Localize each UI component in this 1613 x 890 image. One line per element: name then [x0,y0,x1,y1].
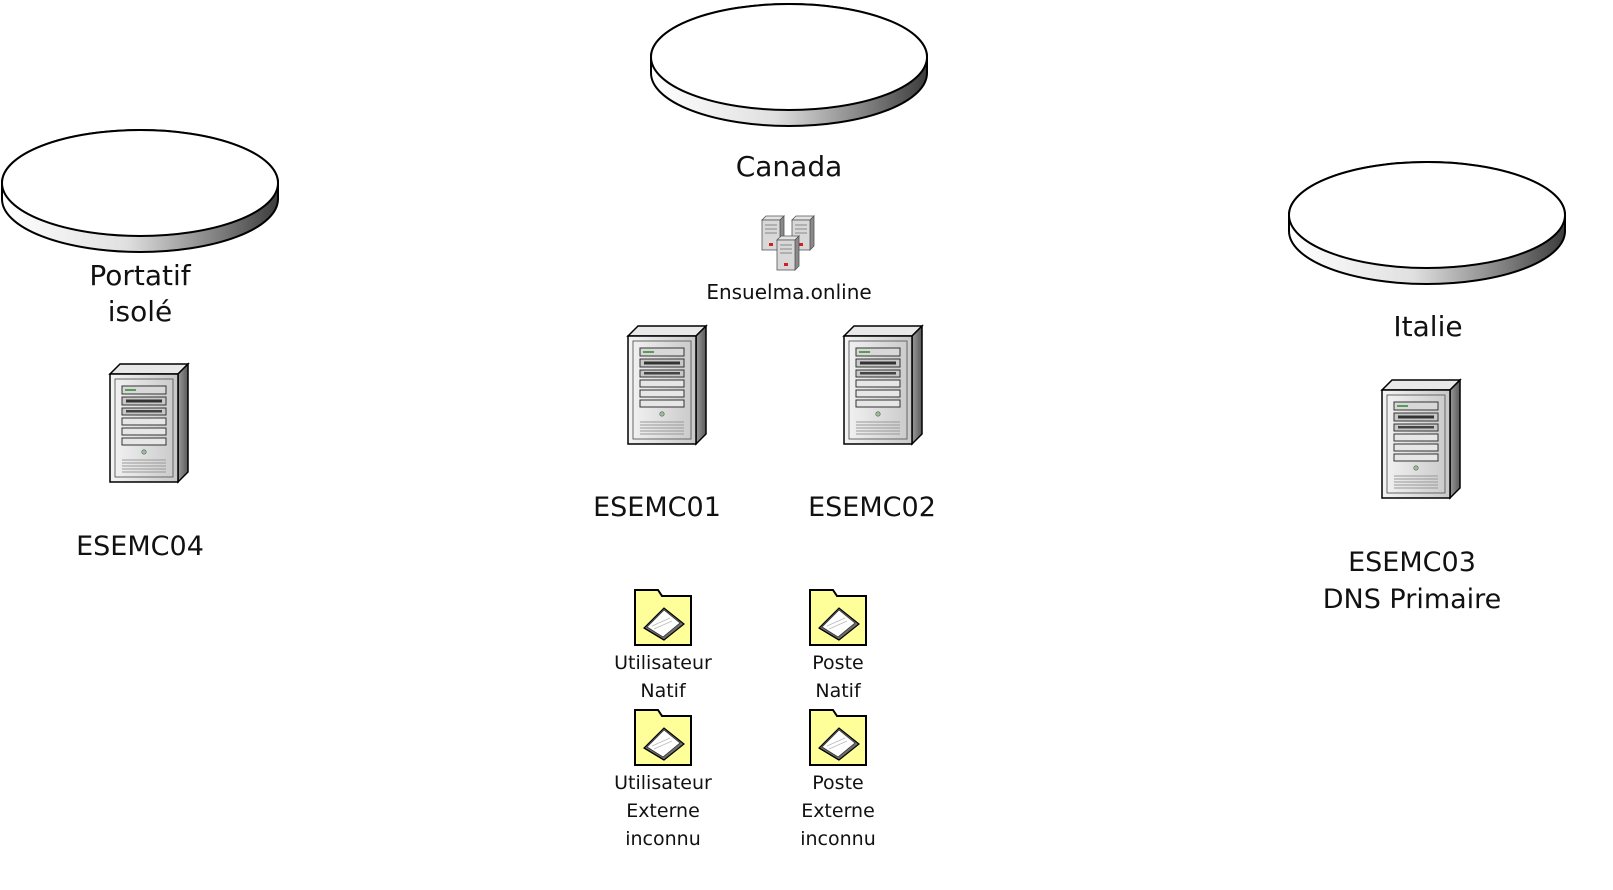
ou-label-line: Utilisateur [614,652,712,674]
ou-label-line: Externe [626,800,700,822]
tower-server-icon [1381,379,1461,499]
ou-label-line: Utilisateur [614,772,712,794]
server-group-icon [761,215,815,271]
ou-folder-icon [634,709,692,766]
site-portatif-label-line1: Portatif [89,259,191,292]
ou-label-line: Poste [812,772,864,794]
site-portatif-cylinder [1,129,279,253]
site-italie-label: Italie [1393,310,1463,343]
ou-label-line: inconnu [800,828,876,850]
ou-label-line: Natif [640,680,686,702]
ou-label-line: inconnu [625,828,701,850]
ou-folder-icon [634,589,692,646]
server-esemc02-label: ESEMC02 [808,492,936,523]
server-esemc03-role-label: DNS Primaire [1322,584,1502,615]
tower-server-icon [109,363,189,483]
ou-label-line: Poste [812,652,864,674]
domain-label: Ensuelma.online [706,280,872,304]
site-italie-cylinder [1288,161,1566,285]
site-canada-cylinder [650,3,928,127]
server-esemc03-label: ESEMC03 [1348,547,1476,578]
site-canada-label: Canada [735,150,843,183]
ou-folder-icon [809,589,867,646]
site-portatif-label-line2: isolé [107,295,173,328]
tower-server-icon [843,325,923,445]
ou-label-line: Externe [801,800,875,822]
server-esemc01-label: ESEMC01 [593,492,721,523]
ou-label-line: Natif [815,680,861,702]
tower-server-icon [627,325,707,445]
server-esemc04-label: ESEMC04 [76,531,204,562]
ou-folder-icon [809,709,867,766]
